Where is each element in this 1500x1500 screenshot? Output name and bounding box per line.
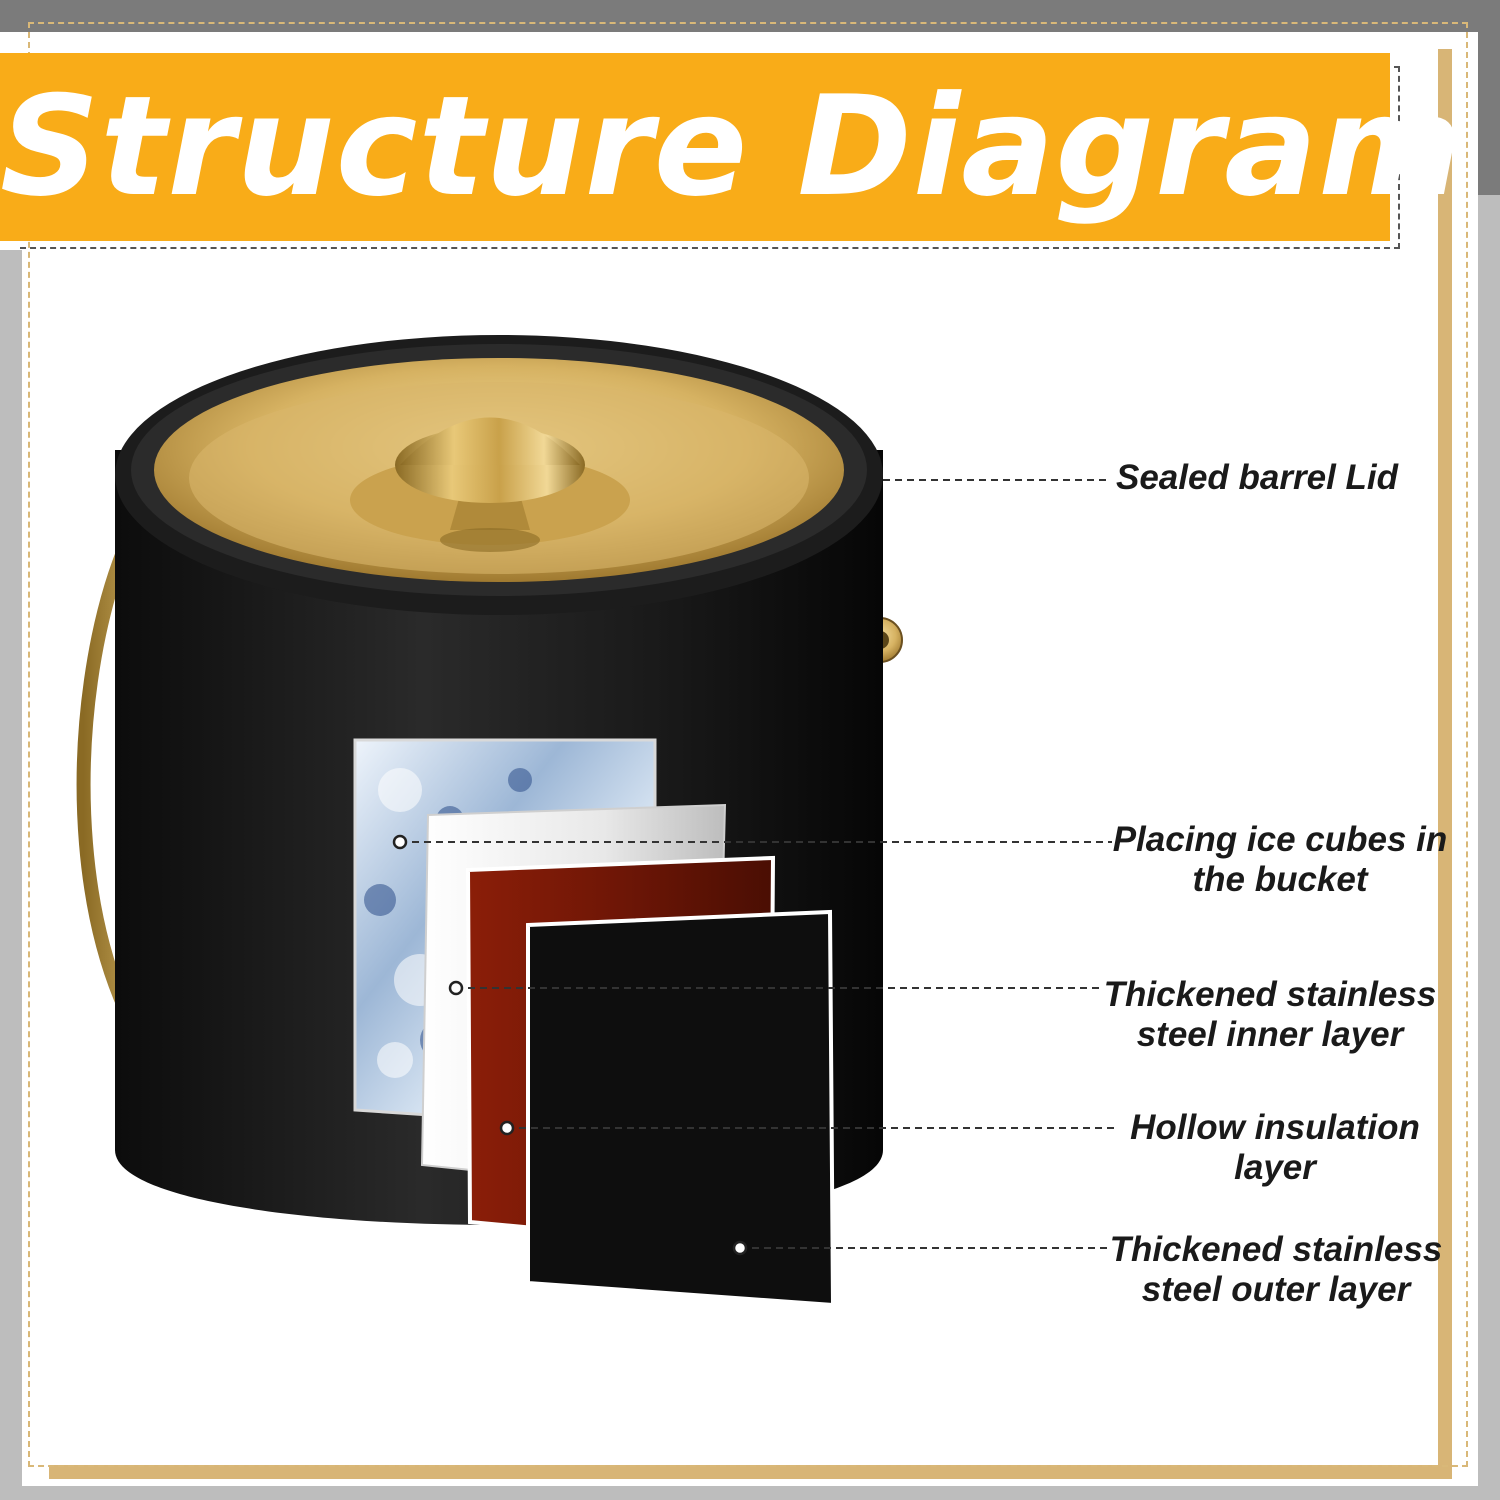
label-outer-layer: Thickened stainless steel outer layer bbox=[1106, 1230, 1446, 1310]
background-left-strip bbox=[0, 250, 22, 1500]
label-ice-line2: the bucket bbox=[1192, 860, 1368, 899]
label-sealed-barrel-lid: Sealed barrel Lid bbox=[1112, 458, 1402, 498]
label-hollow-line2: layer bbox=[1234, 1148, 1316, 1187]
label-outer-line1: Thickened stainless bbox=[1109, 1230, 1443, 1269]
label-hollow-line1: Hollow insulation bbox=[1130, 1108, 1420, 1147]
label-ice-line1: Placing ice cubes in bbox=[1112, 820, 1448, 859]
label-inner-layer: Thickened stainless steel inner layer bbox=[1100, 975, 1440, 1055]
label-outer-line2: steel outer layer bbox=[1141, 1270, 1411, 1309]
background-top-strip bbox=[0, 0, 1500, 32]
background-bottom-strip bbox=[0, 1486, 1500, 1500]
label-ice-cubes: Placing ice cubes in the bucket bbox=[1110, 820, 1450, 900]
label-lid-text: Sealed barrel Lid bbox=[1115, 458, 1399, 497]
title-banner bbox=[0, 53, 1390, 241]
label-hollow-insulation: Hollow insulation layer bbox=[1110, 1108, 1440, 1188]
page-title: Structure Diagram bbox=[0, 66, 1464, 227]
background-right-strip bbox=[1478, 0, 1500, 195]
background-right-lower-strip bbox=[1478, 195, 1500, 1500]
label-inner-line2: steel inner layer bbox=[1136, 1015, 1404, 1054]
label-inner-line1: Thickened stainless bbox=[1103, 975, 1437, 1014]
